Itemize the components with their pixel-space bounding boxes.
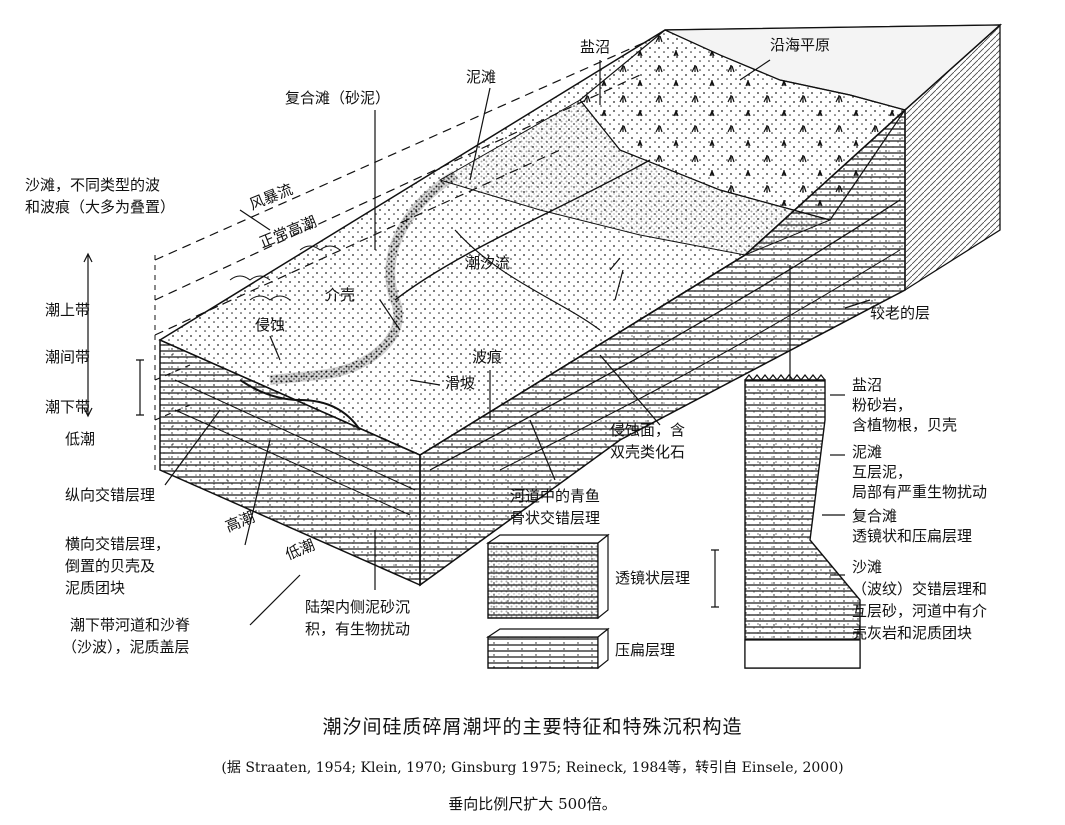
label-sand-flat-2: 和波痕（大多为叠置）	[25, 198, 175, 216]
label-low-tide-2: 低潮	[283, 536, 318, 564]
label-older-strata: 较老的层	[870, 304, 930, 322]
label-col-salt-marsh-3: 含植物根，贝壳	[852, 416, 957, 434]
label-inner-shelf-1: 陆架内侧泥砂沉	[305, 598, 410, 616]
block-top-surface	[158, 24, 1002, 456]
label-col-mud-flat-1: 泥滩	[852, 443, 882, 461]
label-salt-marsh: 盐沼	[580, 38, 610, 56]
label-subtidal: 潮下带	[45, 398, 90, 416]
stratigraphic-column	[744, 265, 861, 669]
label-erosion-surface-2: 双壳类化石	[610, 443, 685, 461]
label-high-tide: 高潮	[223, 508, 258, 536]
label-intertidal: 潮间带	[45, 348, 90, 366]
figure-caption-source: (据 Straaten, 1954; Klein, 1970; Ginsburg…	[221, 760, 844, 776]
label-col-mud-flat-3: 局部有严重生物扰动	[852, 483, 987, 501]
label-mixed-flat: 复合滩（砂泥）	[285, 89, 390, 107]
label-ripple-marks: 波痕	[472, 348, 502, 366]
label-herringbone-2: 骨状交错层理	[510, 509, 600, 527]
label-col-salt-marsh-2: 粉砂岩，	[852, 396, 912, 414]
label-col-mud-flat-2: 互层泥，	[852, 463, 912, 481]
label-col-mixed-2: 透镜状和压扁层理	[852, 527, 972, 545]
label-herringbone-1: 河道中的青鱼	[510, 487, 600, 505]
label-longitudinal-cross: 纵向交错层理	[65, 486, 155, 504]
label-subtidal-channel-2: （沙波），泥质盖层	[62, 638, 190, 656]
figure-caption-title: 潮汐间硅质碎屑潮坪的主要特征和特殊沉积构造	[322, 716, 743, 738]
label-col-salt-marsh-1: 盐沼	[852, 376, 882, 394]
figure-caption-scale: 垂向比例尺扩大 500倍。	[448, 795, 617, 813]
label-transverse-2: 倒置的贝壳及	[65, 557, 155, 575]
label-col-sand-4: 壳灰岩和泥质团块	[852, 624, 972, 642]
label-flaser: 压扁层理	[615, 641, 675, 659]
label-col-sand-2: （波纹）交错层理和	[852, 580, 987, 598]
label-col-sand-3: 互层砂，河道中有介	[852, 602, 987, 620]
label-low-tide: 低潮	[65, 430, 95, 448]
label-sand-flat-1: 沙滩，不同类型的波	[25, 176, 160, 194]
label-tidal-channel: 潮汐流	[465, 254, 510, 272]
zone-arrows	[83, 252, 144, 418]
leader-lines	[164, 59, 871, 626]
label-slump: 滑坡	[445, 374, 475, 392]
label-inner-shelf-2: 积，有生物扰动	[305, 620, 410, 638]
label-transverse-1: 横向交错层理，	[65, 535, 170, 553]
label-shells: 介壳	[325, 286, 355, 304]
label-erosion: 侵蚀	[255, 316, 285, 334]
flaser-sample-block	[486, 627, 610, 670]
label-subtidal-channel-1: 潮下带河道和沙脊	[70, 616, 190, 634]
label-mud-flat: 泥滩	[466, 68, 496, 86]
lenticular-sample-block	[486, 533, 719, 620]
block-front-face	[159, 338, 421, 587]
label-transverse-3: 泥质团块	[65, 579, 125, 597]
label-col-sand-1: 沙滩	[852, 558, 882, 576]
label-supratidal: 潮上带	[45, 301, 90, 319]
tide-reference-lines	[154, 39, 651, 470]
label-col-mixed-1: 复合滩	[852, 507, 897, 525]
label-lenticular: 透镜状层理	[615, 569, 690, 587]
label-erosion-surface-1: 侵蚀面，含	[610, 421, 685, 439]
label-coastal-plain: 沿海平原	[770, 36, 830, 54]
older-strata-block	[904, 23, 1001, 292]
